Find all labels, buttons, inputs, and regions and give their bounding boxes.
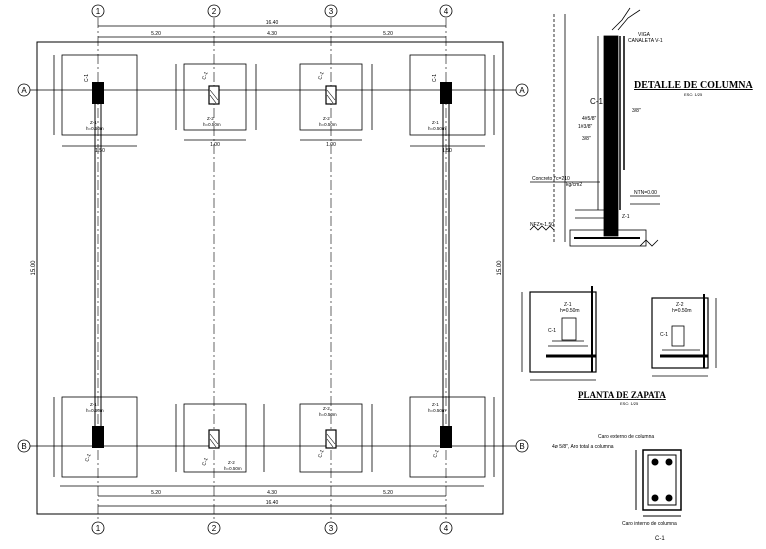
column-section [635,449,682,517]
label-B1-footing: Z-1 [90,402,97,407]
label-A2-depth: h=0.50m [203,122,221,127]
footing-B3 [299,403,363,473]
footing-plan-scale: ESC: 1/25 [620,401,639,406]
dim-span-bottom-2: 4.30 [267,490,277,496]
rebar-label-3: 3/8" [582,136,591,142]
footing-B2 [183,403,247,473]
label-A3-footing: Z-2 [323,116,330,121]
label-B4-depth: h=0.50m [428,408,446,413]
column-detail [529,7,660,247]
label-A1-depth: h=0.50m [86,126,104,131]
dim-footing-A3: 1.00 [326,142,336,148]
dim-total-top: 16.40 [266,20,279,26]
beam-label: VIGA [638,32,651,38]
dim-span-top-1: 5.20 [151,31,161,37]
footing-plan-column-1: C-1 [548,328,556,334]
column-tag-A1: C-1 [84,74,90,82]
footing-A4 [409,54,486,136]
dim-span-bottom-3: 5.20 [383,490,393,496]
plan-columns [92,82,452,449]
section-tag: C-1 [655,536,665,542]
dim-span-top-2: 4.30 [267,31,277,37]
column-tag-A2: C-1 [201,71,209,81]
section-note-outer: Caro externo de columna [598,434,654,440]
dim-right-vertical: 15.00 [497,260,503,276]
ntn-label: NTN=0.00 [634,190,657,196]
detail-title: DETALLE DE COLUMNA [634,80,753,91]
label-A2-footing: Z-2 [207,116,214,121]
label-B4-footing: Z-1 [432,402,439,407]
section-note-inner: Caro interno de columna [622,521,677,527]
label-B3-footing: Z-2 [323,406,330,411]
label-A3-depth: h=0.50m [319,122,337,127]
footing-B1 [61,396,138,478]
grid-letter-B-left: B [21,442,26,451]
dim-span-top-3: 5.20 [383,31,393,37]
detail-footing-tag: Z-1 [622,214,630,220]
grid-letter-B-right: B [519,442,524,451]
label-A4-depth: h=0.50m [428,126,446,131]
grid-num-4-bottom: 4 [444,524,449,533]
dim-footing-A1: 1.50 [95,148,105,154]
grid-num-1-bottom: 1 [96,524,101,533]
grid-letter-A-right: A [519,86,525,95]
footing-plan-label-2: Z-2 [676,302,684,308]
dim-footing-A2: 1.00 [210,142,220,148]
column-tag-B2: C-1 [201,457,209,467]
detail-scale: ESC: 1/25 [684,92,703,97]
canaleta-label: CANALETA V-1 [628,38,663,44]
concrete-label: Concreto f'c=210 [532,176,570,182]
section-note-rebar: 4ø 5/8", Aro total a columna [552,444,614,450]
footing-A2 [183,63,247,131]
plan-view [28,18,518,530]
grid-num-3-bottom: 3 [329,524,334,533]
rebar-label-4: 3/8" [632,108,641,114]
grid-bubbles [17,4,529,535]
label-B1-depth: h=0.50m [86,408,104,413]
dim-footing-A4: 1.50 [442,148,452,154]
grid-num-2-top: 2 [212,7,217,16]
grid-num-3-top: 3 [329,7,334,16]
footing-plan-column-2: C-1 [660,332,668,338]
column-tag-A3: C-1 [317,71,325,81]
footing-plan-details [521,286,717,381]
plan-outline [36,41,504,515]
dim-left-vertical: 15.00 [31,260,37,276]
label-A4-footing: Z-1 [432,120,439,125]
rebar-label-1: 4#5/8" [582,116,597,122]
rebar-label-2: 1#3/8" [578,124,593,130]
column-tag-B1: C-1 [84,453,92,463]
footing-plan-depth-1: h=0.50m [560,308,580,314]
footing-plan-label-1: Z-1 [564,302,572,308]
footing-plan-depth-2: h=0.50m [672,308,692,314]
footing-A3 [299,63,363,131]
label-A1-footing: Z-1 [90,120,97,125]
dim-total-bottom: 16.40 [266,500,279,506]
footing-B4 [409,396,486,478]
footing-A1 [61,54,138,136]
grid-num-2-bottom: 2 [212,524,217,533]
footing-plan-title: PLANTA DE ZAPATA [578,390,666,400]
column-tag-A4: C-1 [432,74,438,82]
detail-column-tag: C-1 [590,97,603,106]
grid-num-1-top: 1 [96,7,101,16]
label-B2-depth: h=0.50m [224,466,242,471]
grid-num-4-top: 4 [444,7,449,16]
label-B3-depth: h=0.50m [319,412,337,417]
grid-letter-A-left: A [21,86,27,95]
column-tag-B4: C-1 [432,449,440,459]
label-B2-footing: Z-2 [228,460,235,465]
level-label: NFZ=-1.50 [530,222,554,228]
column-tag-B3: C-1 [317,449,325,459]
concrete-unit: kg/cm2 [566,182,582,188]
dim-span-bottom-1: 5.20 [151,490,161,496]
